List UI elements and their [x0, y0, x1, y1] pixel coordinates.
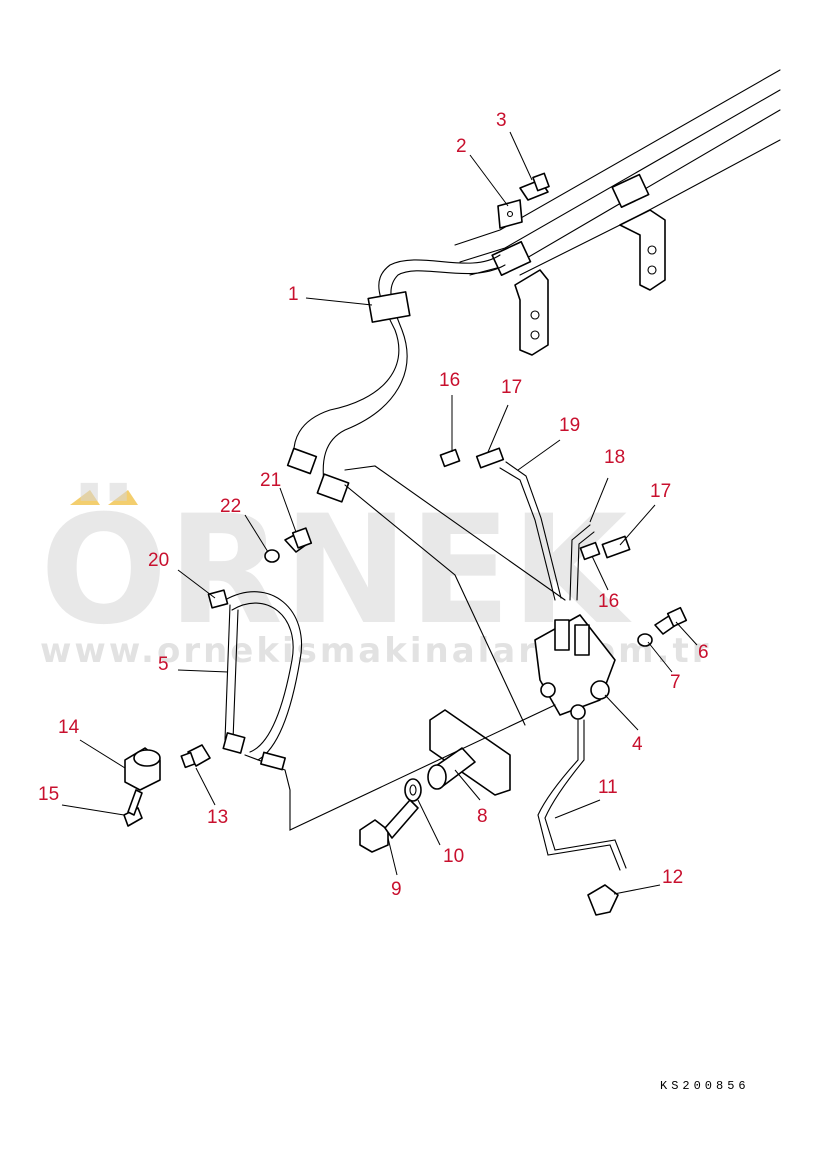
bolt-15 — [123, 789, 143, 827]
callout-6: 6 — [698, 642, 709, 663]
watermark-accent-left — [70, 490, 100, 505]
mounting-bracket — [427, 709, 511, 796]
drawing-code: KS200856 — [660, 1079, 750, 1093]
callout-19: 19 — [559, 415, 580, 436]
cap-14 — [124, 747, 161, 791]
clamp-bolt — [519, 172, 550, 201]
elbow-12 — [587, 884, 619, 916]
bolt-21 — [284, 527, 313, 553]
callout-16-lower: 16 — [598, 591, 619, 612]
hose-assembly — [286, 254, 566, 726]
bolt-6 — [654, 606, 688, 635]
callout-20: 20 — [148, 550, 169, 571]
fitting-13 — [180, 744, 211, 769]
callout-3: 3 — [496, 110, 507, 131]
callout-15: 15 — [38, 784, 59, 805]
callout-5: 5 — [158, 654, 169, 675]
valve-block — [534, 614, 616, 720]
bolt-9 — [359, 799, 419, 853]
callout-1: 1 — [288, 284, 299, 305]
leader-lines — [61, 131, 698, 895]
callout-18: 18 — [604, 447, 625, 468]
callout-8: 8 — [477, 806, 488, 827]
callout-21: 21 — [260, 470, 281, 491]
pipe-11 — [537, 719, 627, 871]
washer-22 — [264, 549, 280, 563]
callout-14: 14 — [58, 717, 80, 738]
callout-16-upper: 16 — [439, 370, 460, 391]
callout-11: 11 — [598, 777, 618, 798]
callout-13: 13 — [207, 807, 228, 828]
fittings-16-17 — [439, 447, 631, 561]
washer-10 — [404, 778, 422, 802]
tube-18 — [569, 524, 595, 601]
callout-12: 12 — [662, 867, 683, 888]
tube-19 — [499, 461, 562, 601]
callout-17-lower: 17 — [650, 481, 671, 502]
callout-labels: 1 2 3 4 5 6 7 8 9 10 11 12 13 14 15 16 1… — [38, 110, 709, 900]
callout-9: 9 — [391, 879, 402, 900]
clamp-plate — [497, 199, 523, 229]
watermark-accent-right — [108, 490, 138, 505]
hose-5 — [207, 589, 556, 831]
callout-22: 22 — [220, 496, 241, 517]
callout-4: 4 — [632, 734, 643, 755]
callout-7: 7 — [670, 672, 681, 693]
callout-2: 2 — [456, 136, 467, 157]
callout-10: 10 — [443, 846, 464, 867]
callout-17-upper: 17 — [501, 377, 522, 398]
watermark-brand: ÖRNEK — [40, 482, 632, 658]
